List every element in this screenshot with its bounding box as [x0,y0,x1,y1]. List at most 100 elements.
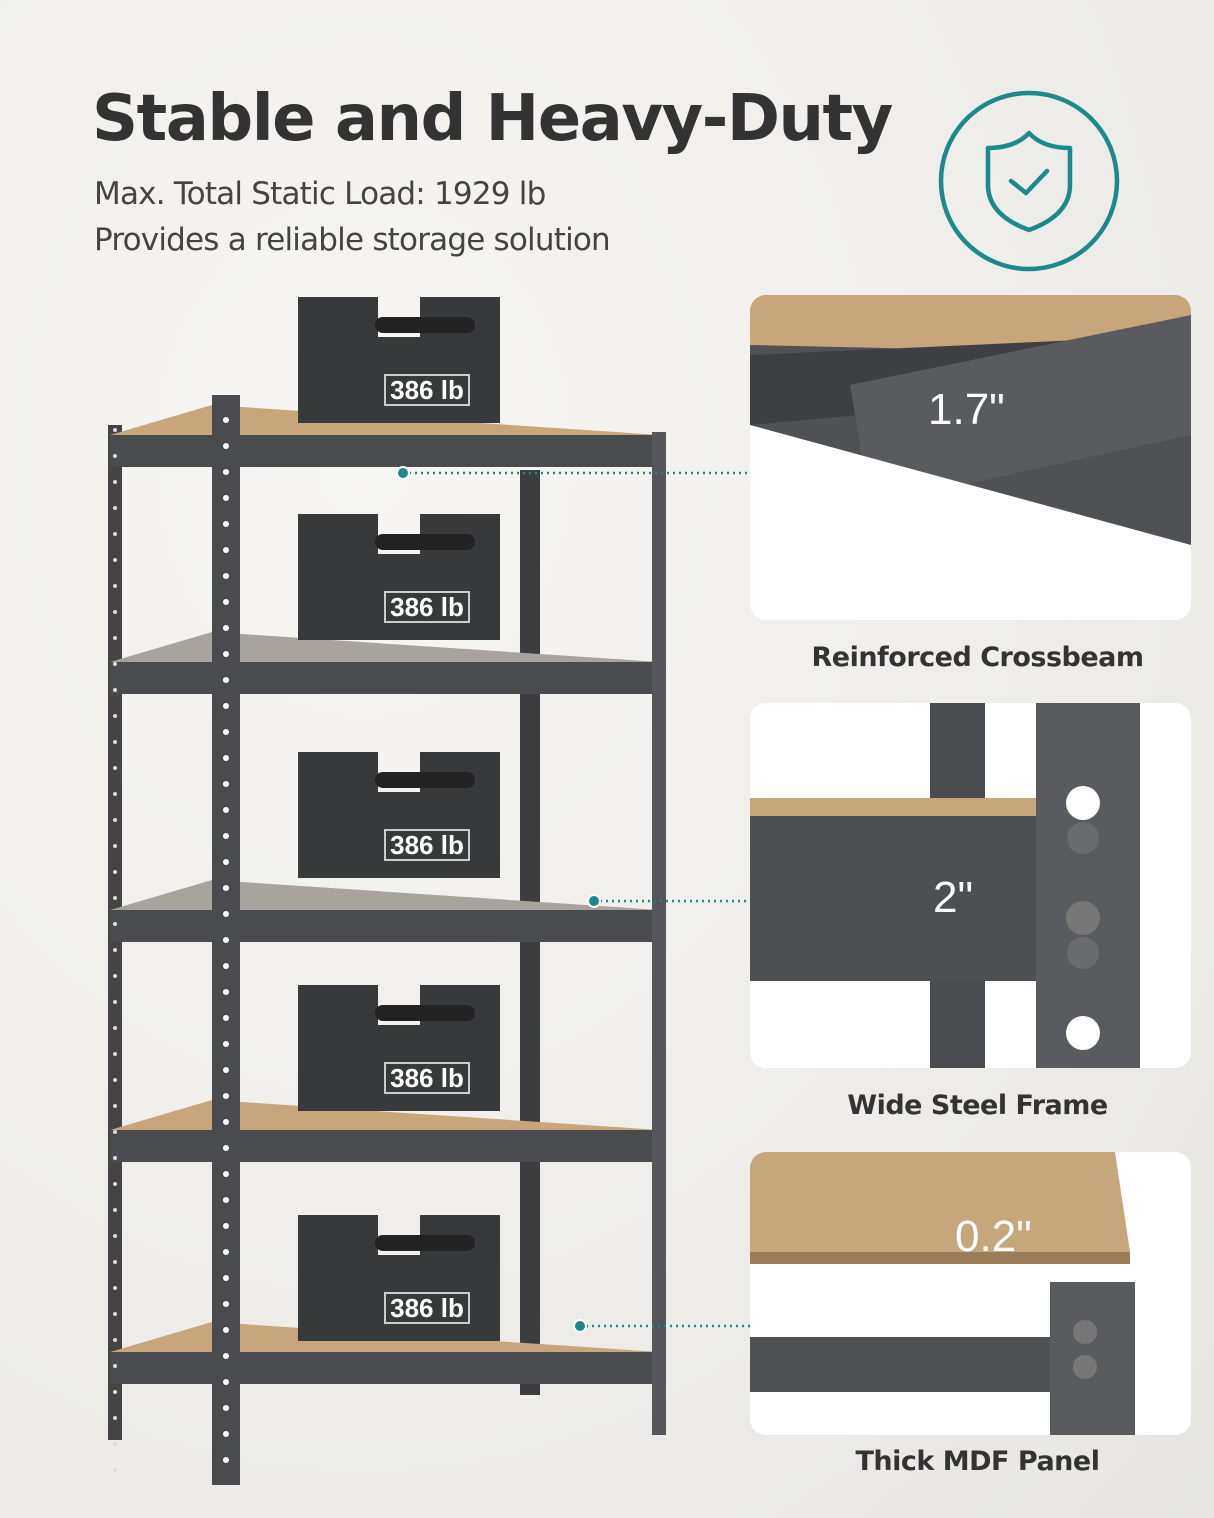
post-hole [223,833,229,839]
post-hole [223,1327,229,1333]
post-hole [223,1145,229,1151]
post-front-right [652,432,666,1435]
post-hole [113,948,117,952]
post-hole [113,922,117,926]
crossbeam-measurement: 1.7" [928,385,1005,434]
weight-label-box [384,829,470,861]
detail-mdf: 0.2" [750,1152,1191,1435]
weight-handle [375,534,475,550]
caption-crossbeam: Reinforced Crossbeam [811,642,1144,673]
post-hole [113,1468,117,1472]
shelf-beam [110,1130,660,1162]
post-hole [223,1457,229,1463]
post-hole [223,859,229,865]
weight-label: 386 lb [390,375,464,405]
post-hole [113,1208,117,1212]
post-hole [113,1052,117,1056]
post-hole [113,1182,117,1186]
weight-label-box [384,1292,470,1324]
weight-block: 386 lb [298,752,500,878]
weight-handle [375,772,475,788]
weight-handle [375,317,475,333]
post-hole [113,844,117,848]
post-hole [223,677,229,683]
post-hole [113,584,117,588]
post-hole [223,1249,229,1255]
post-hole [113,740,117,744]
post-hole [223,1223,229,1229]
callout-dot [396,466,410,480]
weight-block: 386 lb [298,985,500,1111]
caption-mdf: Thick MDF Panel [855,1446,1100,1477]
post-hole [223,1171,229,1177]
weight-label-box [384,1062,470,1094]
weight-block: 386 lb [298,514,500,640]
post-hole [113,714,117,718]
post-hole [113,818,117,822]
post-hole [223,1301,229,1307]
post-hole [113,896,117,900]
weight-block: 386 lb [298,1215,500,1341]
post-hole [223,651,229,657]
callout-dot [587,894,601,908]
post-hole [113,1338,117,1342]
shelving-unit: 386 lb 386 lb 386 lb 386 lb 386 lb [108,297,666,1485]
post-hole [223,625,229,631]
post-hole [223,1015,229,1021]
post-hole [223,703,229,709]
post-hole [113,636,117,640]
post-hole [113,558,117,562]
post-hole [223,469,229,475]
post-hole [223,1353,229,1359]
post-hole [113,1260,117,1264]
post-hole [113,766,117,770]
post-hole [113,506,117,510]
frame-measurement: 2" [933,873,974,922]
post-hole [113,1078,117,1082]
post-hole [223,443,229,449]
subtitle-solution: Provides a reliable storage solution [94,222,611,258]
shelf-beam [110,1352,660,1384]
post-hole [223,729,229,735]
post-hole [223,937,229,943]
weight-handle [375,1235,475,1251]
post-hole [223,989,229,995]
weight-label: 386 lb [390,592,464,622]
post-hole [223,417,229,423]
weight-label: 386 lb [390,1063,464,1093]
weight-label-box [384,374,470,406]
callout-dot [573,1319,587,1333]
shelf-beam [110,910,660,942]
post-hole [113,1312,117,1316]
detail-frame: 2" [750,703,1191,1068]
post-hole [223,1431,229,1437]
post-hole [113,428,117,432]
post-hole [223,599,229,605]
caption-frame: Wide Steel Frame [847,1090,1108,1121]
weight-label: 386 lb [390,1293,464,1323]
post-hole [223,885,229,891]
post-hole [223,495,229,501]
post-hole [113,1234,117,1238]
post-hole [113,1026,117,1030]
post-hole [223,963,229,969]
post-hole [113,688,117,692]
detail-crossbeam: 1.7" [750,295,1191,620]
post-hole [223,547,229,553]
post-hole [113,1416,117,1420]
page-title: Stable and Heavy-Duty [92,82,893,156]
post-hole [113,974,117,978]
post-hole [223,1379,229,1385]
post-hole [113,1364,117,1368]
post-hole [113,870,117,874]
post-hole [113,1104,117,1108]
post-hole [113,1390,117,1394]
post-hole [223,1041,229,1047]
shelf-beam [110,662,660,694]
post-hole [113,1286,117,1290]
post-hole [223,781,229,787]
post-hole [113,610,117,614]
post-hole [223,1093,229,1099]
shield-check-icon [938,90,1120,272]
